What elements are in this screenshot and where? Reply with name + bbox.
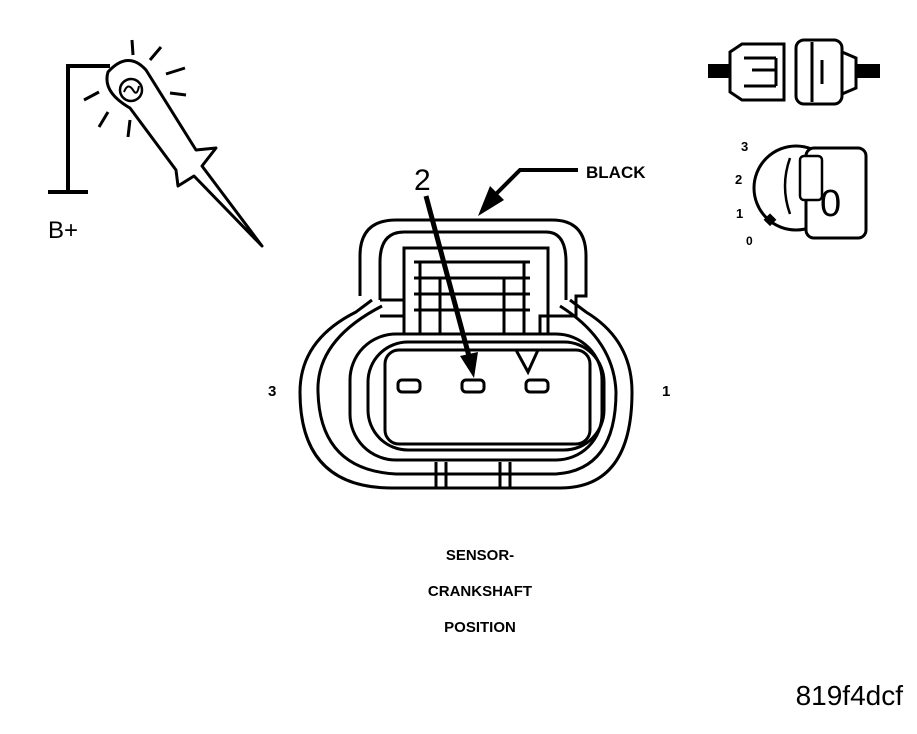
pin-2-terminal: [460, 378, 486, 394]
ignition-position-0: 0: [746, 234, 753, 248]
crankshaft-sensor-connector: [298, 218, 634, 490]
key-letter: 0: [820, 183, 841, 225]
pin-1-terminal: [524, 378, 550, 394]
pin-3-label: 3: [268, 383, 276, 400]
ignition-position-3: 3: [741, 139, 748, 154]
connector-color-label: BLACK: [586, 163, 646, 182]
connector-disconnect-icon: [708, 38, 880, 106]
ignition-key-icon: [752, 144, 868, 240]
caption-line-3: POSITION: [444, 619, 516, 636]
pin-3-terminal: [396, 378, 422, 394]
test-light-probe-icon: [48, 39, 264, 248]
supply-label: B+: [48, 217, 78, 244]
diagram-caption: SENSOR- CRANKSHAFT POSITION: [350, 538, 610, 646]
color-callout-leader: [478, 168, 578, 216]
pin-2-callout-arrow: [423, 195, 478, 378]
ignition-position-2: 2: [735, 172, 742, 187]
caption-line-2: CRANKSHAFT: [427, 583, 533, 600]
ignition-position-1: 1: [736, 206, 743, 221]
pin-1-label: 1: [662, 383, 670, 400]
caption-line-1: SENSOR-: [445, 547, 515, 564]
figure-id: 819f4dcf: [795, 680, 903, 711]
callout-pin-number: 2: [414, 164, 431, 197]
